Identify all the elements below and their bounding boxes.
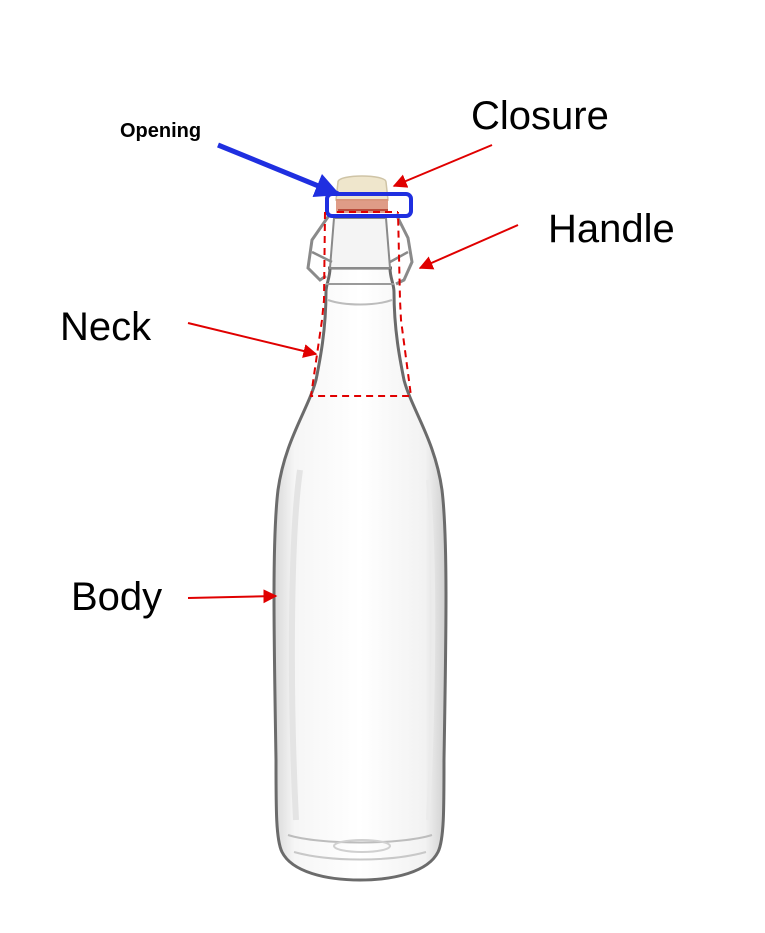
opening-arrow xyxy=(217,142,341,198)
cork-stopper xyxy=(335,175,389,201)
neck-dashed-outline xyxy=(309,211,413,397)
bottle-mouth-shape xyxy=(328,217,392,269)
wire-handle xyxy=(306,213,332,282)
neck-label: Neck xyxy=(60,305,152,349)
handle-arrow xyxy=(418,224,519,270)
opening-highlight-box xyxy=(325,192,413,218)
body-arrow xyxy=(187,589,278,604)
handle-label: Handle xyxy=(548,207,675,251)
body-label: Body xyxy=(71,575,163,619)
closure-arrow xyxy=(392,144,493,188)
closure-label: Closure xyxy=(471,94,609,138)
opening-label: Opening xyxy=(120,120,202,142)
bottle-glass-shape xyxy=(272,266,448,882)
neck-arrow xyxy=(187,322,318,358)
